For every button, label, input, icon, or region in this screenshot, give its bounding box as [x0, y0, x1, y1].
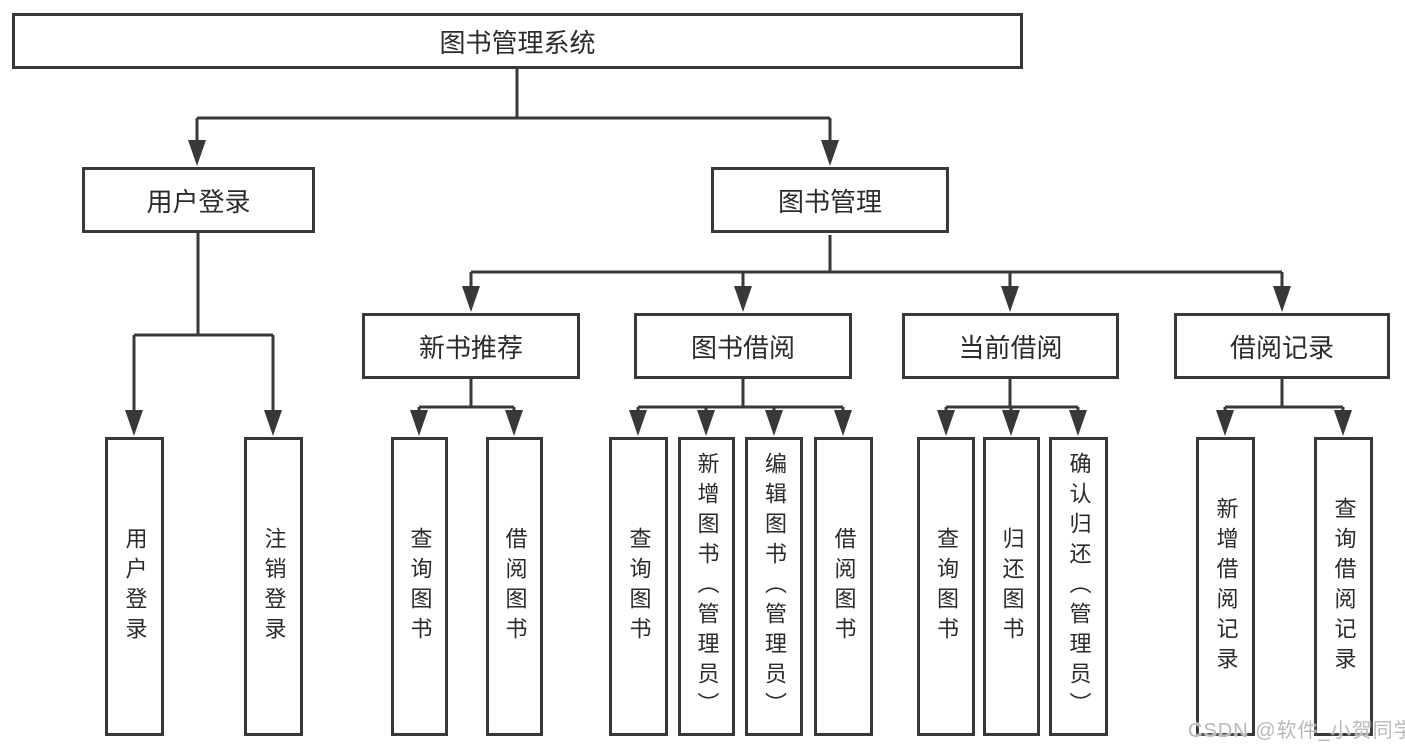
- leaf-logout: 注销登录: [244, 437, 303, 736]
- leaf-newbook-query-books: 查询图书: [391, 437, 448, 736]
- node-user-login: 用户登录: [82, 167, 315, 233]
- leaf-newbook-borrow-books: 借阅图书: [486, 437, 543, 736]
- arrowheads: [125, 140, 1352, 436]
- leaf-borrowing-query-books: 查询图书: [609, 437, 668, 736]
- leaf-borrowing-edit-books-admin: 编辑图书（管理员）: [745, 437, 803, 736]
- leaf-current-confirm-return-admin: 确认归还（管理员）: [1049, 437, 1108, 736]
- leaf-current-return-books: 归还图书: [983, 437, 1040, 736]
- watermark-text: CSDN @软件_小贺同学: [1188, 720, 1405, 742]
- leaf-user-login: 用户登录: [105, 437, 164, 736]
- leaf-records-query-record: 查询借阅记录: [1314, 437, 1373, 736]
- node-current-borrowing: 当前借阅: [902, 313, 1119, 379]
- leaf-current-query-books: 查询图书: [917, 437, 975, 736]
- node-book-borrowing: 图书借阅: [634, 313, 852, 379]
- node-new-book-recommend: 新书推荐: [362, 313, 580, 379]
- leaf-borrowing-borrow-books: 借阅图书: [814, 437, 873, 736]
- node-library-management-system: 图书管理系统: [12, 13, 1023, 69]
- node-book-management: 图书管理: [711, 167, 949, 233]
- leaf-borrowing-add-books-admin: 新增图书（管理员）: [678, 437, 735, 736]
- node-borrowing-records: 借阅记录: [1174, 313, 1390, 379]
- leaf-records-add-record: 新增借阅记录: [1196, 437, 1255, 736]
